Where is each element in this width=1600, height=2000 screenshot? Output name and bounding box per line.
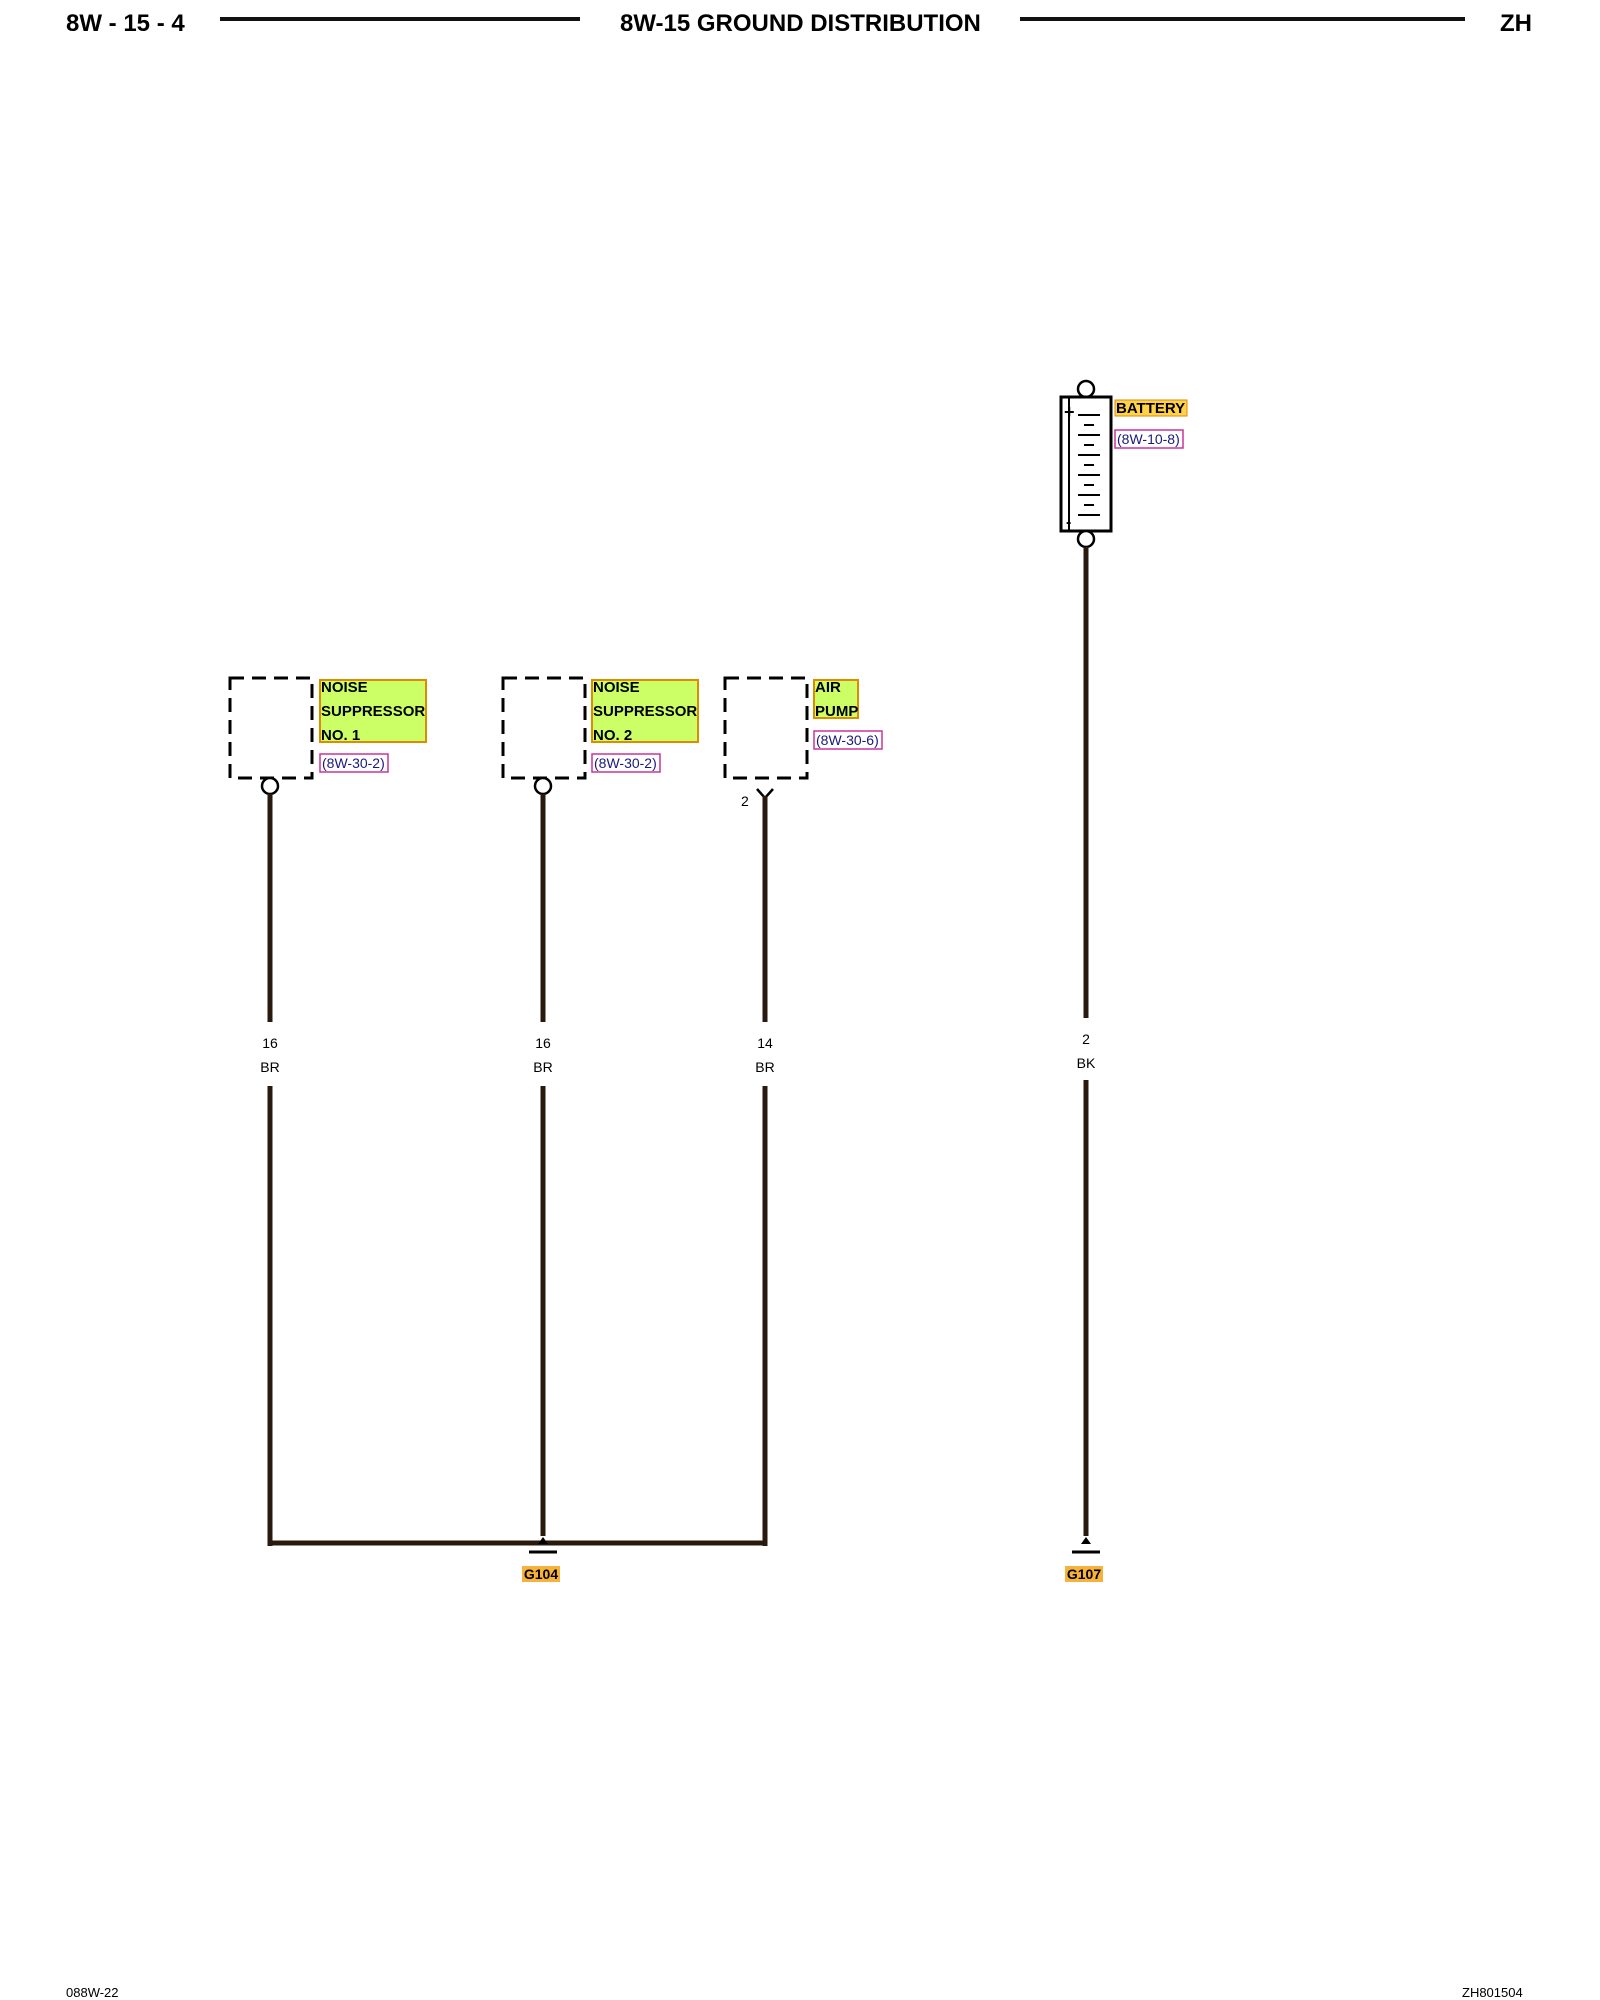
battery-label-bg [1114,399,1188,417]
air-pump-box [723,676,809,780]
vehicle-code: ZH [1500,10,1532,37]
noise-suppressor-2-label-bg [591,679,699,743]
air-pump: AIR PUMP (8W-30-6) 2 [723,676,883,809]
noise-suppressor-1-label-line1: NOISE [321,679,368,696]
header-rule-left [220,17,580,21]
page-title: 8W-15 GROUND DISTRIBUTION [620,10,981,37]
ground-g104: G104 [522,1537,560,1582]
wire-ns2-color: BR [533,1059,552,1075]
noise-suppressor-2-label-line1: NOISE [593,679,640,696]
air-pump-pin-number: 2 [741,793,749,809]
wire-bat-color: BK [1077,1055,1096,1071]
battery-top-terminal [1076,379,1096,399]
noise-suppressor-1: NOISE SUPPRESSOR NO. 1 (8W-30-2) [228,676,427,796]
footer-right-code: ZH801504 [1462,1985,1523,2000]
noise-suppressor-1-ref: (8W-30-2) [322,755,385,771]
ground-g104-symbol [538,1537,548,1544]
wire-air-gauge: 14 [757,1035,773,1051]
battery-plus-sign: + [1064,402,1075,422]
battery-ref: (8W-10-8) [1117,431,1180,447]
wire-ns1-gauge: 16 [262,1035,278,1051]
noise-suppressor-2-label-line3: NO. 2 [593,727,632,744]
page-reference: 8W - 15 - 4 [66,10,185,37]
wire-air-color: BR [755,1059,774,1075]
footer-left-code: 088W-22 [66,1985,119,2000]
noise-suppressor-2-terminal [533,776,553,796]
noise-suppressor-1-box [228,676,314,780]
battery-label: BATTERY [1116,400,1185,417]
wire-ns2-gauge: 16 [535,1035,551,1051]
ground-g107-label: G107 [1067,1566,1101,1582]
noise-suppressor-2-ref-box [591,753,661,773]
noise-suppressor-2: NOISE SUPPRESSOR NO. 2 (8W-30-2) [501,676,699,796]
ground-g107-symbol [1081,1537,1091,1544]
air-pump-ref-box [813,730,883,750]
battery-bottom-terminal [1076,529,1096,549]
wires [267,547,1089,1546]
battery-cells [1078,414,1100,516]
battery: + - BATTERY (8W-10-8) [1059,379,1188,549]
noise-suppressor-1-ref-box [319,753,389,773]
noise-suppressor-1-terminal [260,776,280,796]
ground-g104-label-bg [522,1566,560,1582]
noise-suppressor-1-label-bg [319,679,427,743]
noise-suppressor-2-box [501,676,587,780]
air-pump-label-line1: AIR [815,679,841,696]
wire-labels: 16 BR 16 BR 14 BR 2 BK [260,1031,1096,1075]
air-pump-ref: (8W-30-6) [816,732,879,748]
noise-suppressor-2-label-line2: SUPPRESSOR [593,703,697,720]
air-pump-label-line2: PUMP [815,703,858,720]
battery-ref-box [1114,429,1184,449]
ground-g107-label-bg [1065,1566,1103,1582]
battery-minus-sign: - [1066,514,1071,531]
noise-suppressor-2-ref: (8W-30-2) [594,755,657,771]
noise-suppressor-1-label-line2: SUPPRESSOR [321,703,425,720]
wire-ns1-color: BR [260,1059,279,1075]
noise-suppressor-1-label-line3: NO. 1 [321,727,360,744]
wire-bat-gauge: 2 [1082,1031,1090,1047]
header-rule-right [1020,17,1465,21]
ground-g104-label: G104 [524,1566,558,1582]
ground-g107: G107 [1065,1537,1103,1582]
air-pump-label-bg [813,679,859,719]
